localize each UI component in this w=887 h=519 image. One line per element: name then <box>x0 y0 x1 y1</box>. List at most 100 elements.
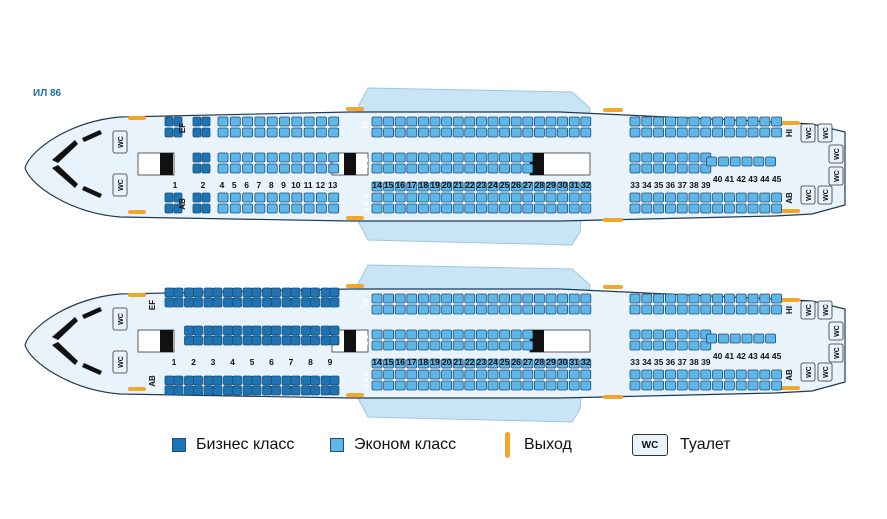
legend-business-label: Бизнес класс <box>196 436 295 453</box>
seat-letters-cd: C D <box>363 334 370 346</box>
seat <box>217 163 229 174</box>
seat <box>417 203 429 214</box>
seat <box>184 375 194 386</box>
seat <box>329 335 340 346</box>
seat <box>184 287 194 298</box>
seat <box>700 304 712 315</box>
seat-letters-ef: EF <box>178 123 187 133</box>
seat <box>568 369 580 380</box>
seat <box>665 369 676 380</box>
seat <box>417 380 429 391</box>
seat <box>394 329 406 340</box>
seat <box>192 203 202 214</box>
wc-label: WC <box>823 366 830 378</box>
seat <box>700 116 712 127</box>
seat <box>242 116 254 127</box>
seat <box>173 203 183 214</box>
exit-marker <box>603 218 623 222</box>
seat <box>383 152 395 163</box>
seat <box>580 380 592 391</box>
seat <box>429 192 441 203</box>
seat <box>203 385 214 396</box>
seat <box>464 358 476 369</box>
wc-label: WC <box>823 304 830 316</box>
seat <box>217 203 229 214</box>
seat <box>700 127 712 138</box>
wc-label: WC <box>806 189 813 201</box>
row-number: 19 <box>430 180 440 190</box>
seat <box>406 293 418 304</box>
seat <box>193 385 203 396</box>
exit-marker <box>780 386 800 390</box>
seat <box>522 340 534 351</box>
wc-icon <box>817 185 833 205</box>
galley-block <box>530 330 544 352</box>
seat <box>229 152 241 163</box>
seat <box>771 116 782 127</box>
seat <box>522 127 534 138</box>
seat <box>251 385 262 396</box>
seat <box>629 304 641 315</box>
seat <box>759 127 771 138</box>
row-number: 1 <box>172 357 177 367</box>
seat <box>406 127 418 138</box>
seat <box>712 304 723 315</box>
seat <box>394 358 406 369</box>
row-number: 28 <box>535 180 545 190</box>
row-number: 41 <box>725 174 735 184</box>
seat <box>290 297 301 308</box>
seat <box>580 293 592 304</box>
row-number: 38 <box>689 180 699 190</box>
seat <box>729 156 741 167</box>
seat <box>223 335 233 346</box>
row-number: 23 <box>477 180 487 190</box>
wc-icon: WC <box>632 434 668 456</box>
row-number: 40 <box>713 174 723 184</box>
seat <box>735 192 747 203</box>
seat <box>522 380 534 391</box>
seat <box>545 358 557 369</box>
row-number: 42 <box>736 351 746 361</box>
seat <box>371 340 383 351</box>
seat <box>676 192 688 203</box>
row-number: 31 <box>569 180 579 190</box>
seat <box>281 325 292 336</box>
seat <box>487 181 499 192</box>
seat <box>242 203 254 214</box>
seat <box>329 297 340 308</box>
seat-letters-hi: HI <box>363 121 370 128</box>
seat <box>164 116 174 127</box>
row-number: 9 <box>281 180 286 190</box>
seat <box>164 385 175 396</box>
seat <box>394 203 406 214</box>
seat <box>676 152 688 163</box>
legend-economy: Эконом класс <box>330 430 456 460</box>
seat <box>229 127 241 138</box>
seat <box>510 127 522 138</box>
seat <box>464 181 476 192</box>
seat <box>262 287 272 298</box>
seat <box>429 203 441 214</box>
seat <box>771 127 782 138</box>
seat <box>217 152 229 163</box>
seat <box>203 335 214 346</box>
seat <box>464 127 476 138</box>
seat <box>303 127 315 138</box>
seat <box>192 163 202 174</box>
seat <box>688 192 700 203</box>
seat <box>290 325 301 336</box>
seat <box>193 375 203 386</box>
seat <box>724 127 735 138</box>
seat <box>271 325 281 336</box>
seat <box>281 335 292 346</box>
row-number: 30 <box>558 180 568 190</box>
exit-marker <box>780 298 800 302</box>
seat <box>499 340 511 351</box>
wc-label: WC <box>834 347 841 359</box>
seat <box>329 287 340 298</box>
wc-icon <box>828 321 844 341</box>
wc-label: WC <box>823 189 830 201</box>
seat <box>735 127 747 138</box>
row-number: 23 <box>477 357 487 367</box>
seat <box>406 369 418 380</box>
